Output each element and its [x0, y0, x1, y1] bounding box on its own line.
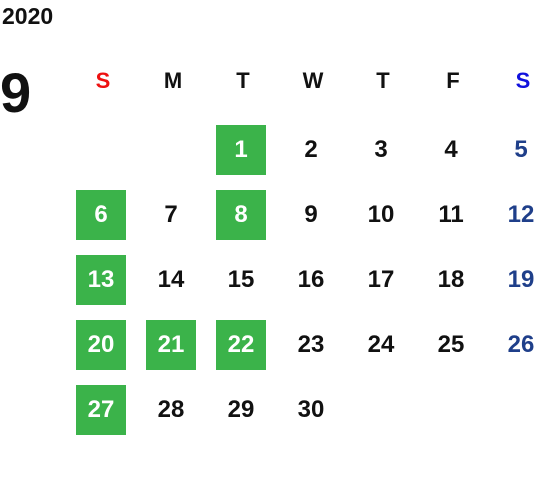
date-cell[interactable]: 23 — [297, 331, 325, 358]
date-cell[interactable]: 18 — [437, 266, 465, 293]
date-cell[interactable]: 4 — [444, 136, 458, 163]
date-cell[interactable]: 24 — [367, 331, 395, 358]
calendar-year: 2020 — [2, 3, 54, 29]
weekday-friday: F — [446, 68, 460, 93]
date-cell[interactable]: 21 — [146, 320, 196, 370]
date-cell[interactable]: 16 — [297, 266, 325, 293]
date-cell[interactable]: 3 — [374, 136, 388, 163]
date-cell[interactable]: 6 — [76, 190, 126, 240]
date-cell[interactable]: 29 — [227, 396, 255, 423]
date-cell[interactable]: 1 — [216, 125, 266, 175]
weekday-monday: M — [163, 68, 183, 93]
date-cell[interactable]: 13 — [76, 255, 126, 305]
date-cell[interactable]: 14 — [157, 266, 185, 293]
weekday-thursday: T — [376, 68, 390, 93]
date-cell[interactable]: 7 — [164, 201, 178, 228]
date-cell[interactable]: 10 — [367, 201, 395, 228]
date-cell[interactable]: 8 — [216, 190, 266, 240]
date-cell[interactable]: 27 — [76, 385, 126, 435]
weekday-sunday: S — [95, 68, 111, 93]
date-cell[interactable]: 20 — [76, 320, 126, 370]
weekday-saturday: S — [515, 68, 531, 93]
date-cell[interactable]: 12 — [507, 201, 535, 228]
date-cell[interactable]: 22 — [216, 320, 266, 370]
date-cell[interactable]: 19 — [507, 266, 535, 293]
weekday-tuesday: T — [236, 68, 250, 93]
date-cell[interactable]: 5 — [514, 136, 528, 163]
calendar-month: 9 — [0, 61, 32, 124]
date-cell[interactable]: 28 — [157, 396, 185, 423]
date-cell[interactable]: 11 — [438, 201, 464, 228]
date-cell[interactable]: 17 — [367, 266, 395, 293]
date-cell[interactable]: 30 — [297, 396, 325, 423]
date-cell[interactable]: 9 — [304, 201, 318, 228]
date-cell[interactable]: 26 — [507, 331, 535, 358]
date-cell[interactable]: 15 — [227, 266, 255, 293]
weekday-wednesday: W — [302, 68, 324, 93]
date-cell[interactable]: 2 — [304, 136, 318, 163]
date-cell[interactable]: 25 — [437, 331, 465, 358]
